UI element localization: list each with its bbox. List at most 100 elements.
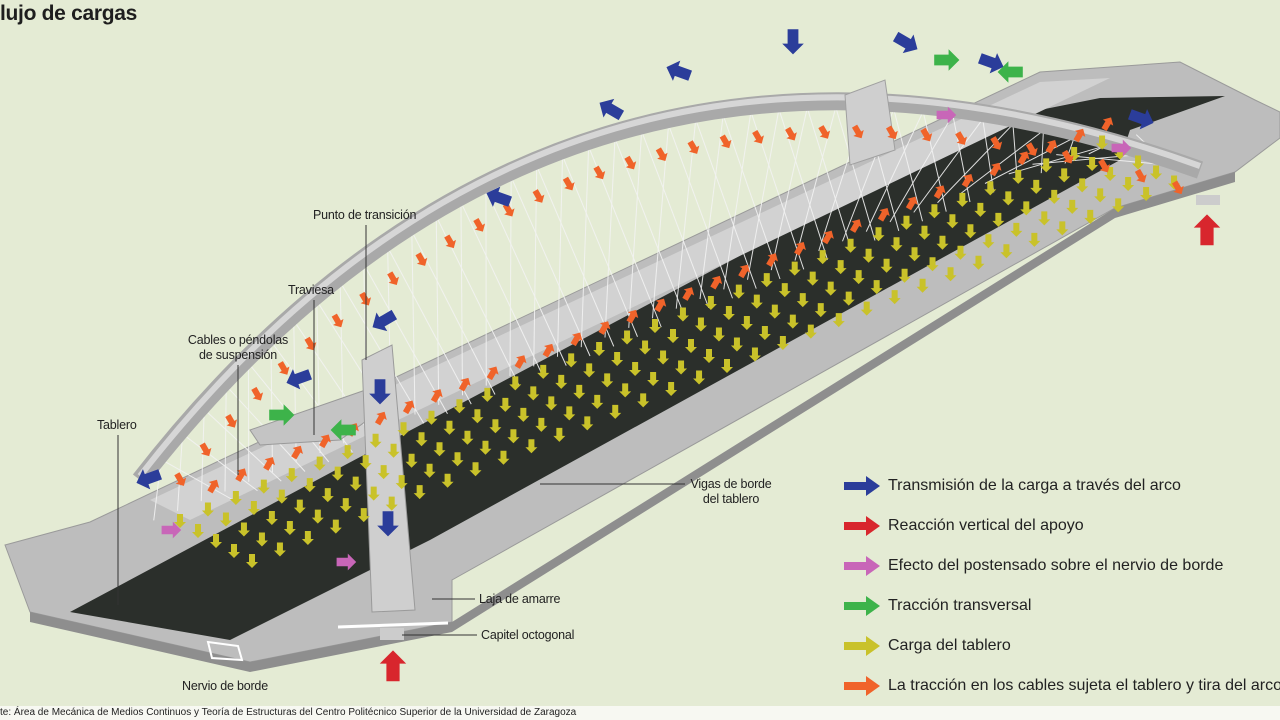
- arrow-icon: [377, 465, 390, 480]
- arrow-icon: [816, 250, 829, 265]
- arrow-icon: [832, 313, 845, 328]
- arrow-icon: [796, 293, 809, 308]
- cable: [580, 146, 590, 348]
- arrow-icon: [1096, 135, 1109, 150]
- arrow-icon: [682, 287, 695, 301]
- arrow-icon: [693, 370, 706, 385]
- arrow-icon: [369, 379, 391, 405]
- arrow-icon: [229, 491, 242, 506]
- arrow-icon: [269, 404, 295, 426]
- arrow-icon: [286, 369, 312, 390]
- arrow-icon: [898, 268, 911, 283]
- legend-label: La tracción en los cables sujeta el tabl…: [888, 677, 1280, 694]
- arrow-icon: [415, 432, 428, 447]
- cable: [960, 130, 1044, 194]
- arrow-icon: [509, 376, 522, 391]
- arrow-icon: [321, 488, 334, 503]
- arrow-icon: [329, 519, 342, 534]
- arrow-icon: [583, 363, 596, 378]
- arrow-icon: [451, 452, 464, 467]
- cable: [604, 138, 616, 338]
- arrow-icon: [639, 340, 652, 355]
- arrow-icon: [738, 264, 751, 279]
- arrow-icon: [357, 508, 370, 523]
- arrow-icon: [471, 409, 484, 424]
- cable: [460, 202, 463, 396]
- arrow-icon: [1066, 199, 1079, 214]
- arrow-icon: [263, 457, 276, 471]
- arrow-icon: [265, 511, 278, 526]
- arrow-icon: [1025, 142, 1038, 156]
- arrow-icon: [275, 489, 288, 504]
- arrow-icon: [782, 29, 804, 55]
- arrow-icon: [956, 192, 969, 207]
- arrow-icon: [1028, 232, 1041, 247]
- arrow-icon: [246, 554, 258, 568]
- arrow-icon: [732, 284, 745, 299]
- arrow-icon: [768, 304, 781, 319]
- cable: [177, 433, 184, 511]
- cable: [270, 341, 273, 473]
- arrow-icon: [313, 456, 326, 471]
- arrow-icon: [785, 126, 797, 141]
- arrow-icon: [469, 462, 482, 477]
- arrow-icon: [291, 445, 303, 460]
- arrow-icon: [444, 234, 456, 249]
- arrow-icon: [423, 463, 436, 478]
- arrow-icon: [916, 278, 929, 293]
- arrow-icon: [486, 366, 499, 381]
- cable: [200, 409, 205, 502]
- arrow-icon: [955, 131, 967, 145]
- arrow-icon: [570, 332, 583, 347]
- arrow-icon: [374, 411, 387, 426]
- cable: [224, 385, 227, 492]
- arrow-icon: [804, 324, 817, 339]
- arrow-icon: [665, 381, 678, 396]
- arrow-icon: [685, 339, 697, 353]
- arrow-icon: [657, 350, 670, 365]
- arrow-icon: [649, 319, 661, 333]
- label-tablero: Tablero: [97, 418, 137, 432]
- legend-item: Reacción vertical del apoyo: [842, 506, 1280, 546]
- arrow-icon: [626, 309, 639, 324]
- arrow-icon: [1073, 128, 1086, 143]
- arrow-icon: [301, 531, 314, 546]
- arrow-icon: [934, 49, 960, 71]
- arrow-icon: [425, 410, 438, 425]
- arrow-icon: [990, 136, 1003, 150]
- arrow-icon: [766, 253, 778, 267]
- cable: [913, 118, 984, 213]
- cable: [699, 115, 724, 300]
- legend: Transmisión de la carga a través del arc…: [842, 466, 1280, 706]
- arrow-icon: [978, 53, 1004, 74]
- arrow-icon: [319, 434, 331, 449]
- legend-label: Efecto del postensado sobre el nervio de…: [888, 557, 1224, 574]
- deck-pavement: [70, 96, 1225, 640]
- arrow-icon: [675, 360, 688, 375]
- label-vigas-line2: del tablero: [702, 492, 760, 506]
- arrow-icon: [174, 472, 187, 486]
- arrow-icon: [1111, 139, 1132, 157]
- arrow-icon: [441, 473, 454, 488]
- arrow-icon: [1132, 155, 1145, 170]
- arrow-icon: [844, 676, 880, 696]
- cable: [485, 189, 567, 366]
- arrow-icon: [283, 521, 296, 536]
- arrow-icon: [385, 496, 398, 511]
- arrow-icon: [349, 476, 362, 491]
- arrow-icon: [933, 185, 946, 199]
- arrow-icon: [507, 429, 520, 444]
- cable: [557, 155, 564, 357]
- arrow-icon: [285, 468, 298, 483]
- arrow-icon: [834, 260, 847, 275]
- arrow-icon: [992, 212, 1005, 227]
- cable: [889, 114, 954, 223]
- cable: [806, 107, 852, 251]
- arrow-icon: [228, 544, 240, 558]
- arrow-icon: [842, 291, 855, 306]
- arrow-icon: [730, 337, 743, 352]
- arrow-icon: [405, 453, 418, 468]
- arrow-icon: [591, 394, 604, 409]
- right-support: [1196, 195, 1220, 205]
- arrow-icon: [535, 417, 548, 432]
